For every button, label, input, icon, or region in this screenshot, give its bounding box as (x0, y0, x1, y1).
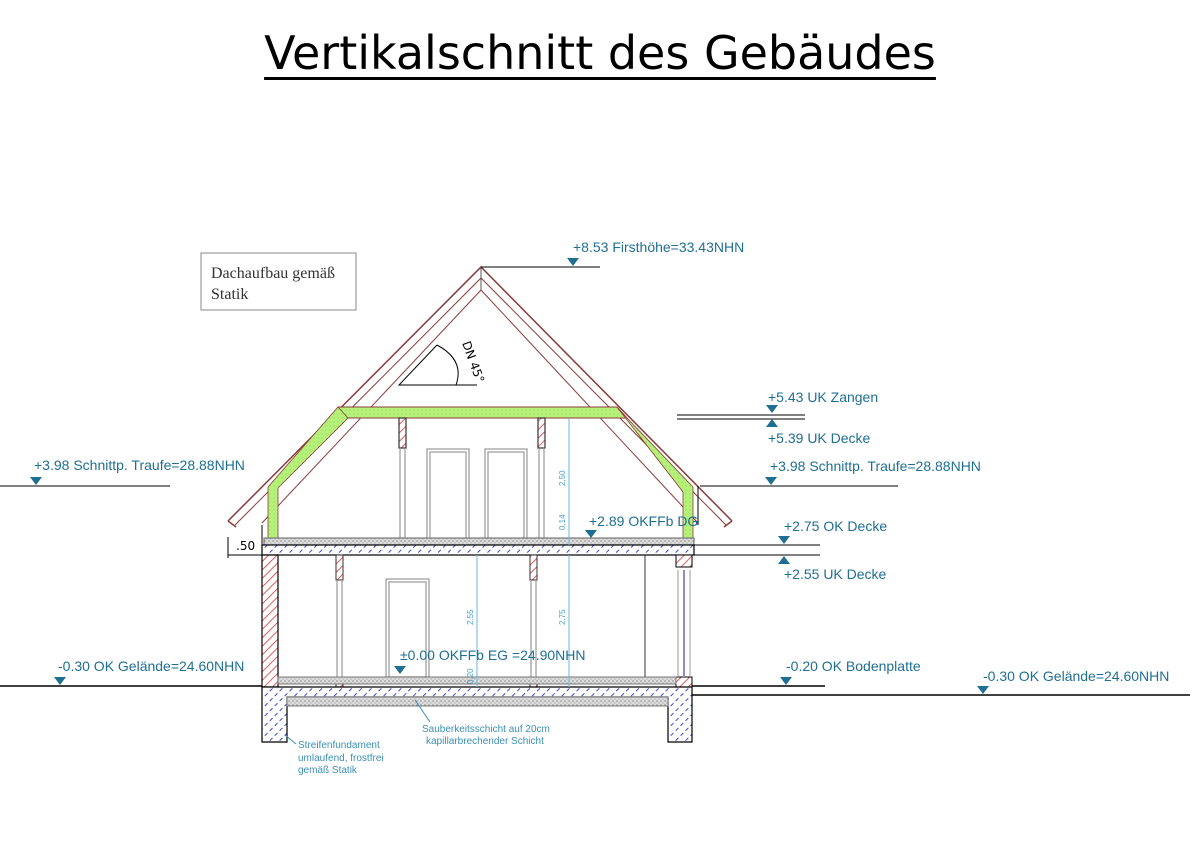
ground-lines (0, 685, 1190, 696)
level-markers (30, 258, 989, 694)
level-uk-decke-dg: +5.39 UK Decke (768, 430, 871, 446)
overhang-dimension: .50 (236, 539, 255, 553)
foundation (261, 686, 693, 743)
level-ok-decke: +2.75 OK Decke (784, 518, 887, 534)
level-okffb-dg: +2.89 OKFFb DG (589, 513, 698, 529)
level-traufe-left: +3.98 Schnittp. Traufe=28.88NHN (34, 457, 245, 473)
svg-text:Dachaufbau gemäß: Dachaufbau gemäß (211, 265, 335, 282)
roof-pitch-symbol: DN 45° (397, 339, 487, 386)
svg-text:umlaufend, frostfrei: umlaufend, frostfrei (298, 753, 384, 764)
level-uk-zangen: +5.43 UK Zangen (768, 389, 878, 405)
svg-text:0,20: 0,20 (466, 668, 475, 684)
svg-text:Statik: Statik (211, 286, 248, 303)
svg-text:0,14: 0,14 (558, 514, 567, 530)
svg-text:DN 45°: DN 45° (459, 339, 487, 384)
upper-floor-slab (261, 544, 695, 556)
svg-text:2.75: 2.75 (558, 609, 567, 625)
level-ridge: +8.53 Firsthöhe=33.43NHN (573, 239, 744, 255)
level-okffb-eg: ±0.00 OKFFb EG =24.90NHN (400, 647, 586, 663)
level-bodenplatte: -0.20 OK Bodenplatte (786, 658, 921, 674)
note-sauberkeitsschicht: Sauberkeitsschicht auf 20cm kapillarbrec… (414, 699, 550, 747)
level-gelaende-right: -0.30 OK Gelände=24.60NHN (983, 668, 1169, 684)
svg-text:2,50: 2,50 (558, 470, 567, 486)
level-uk-decke-eg: +2.55 UK Decke (784, 566, 887, 582)
level-traufe-right: +3.98 Schnittp. Traufe=28.88NHN (770, 458, 981, 474)
upper-floor-interior (263, 417, 695, 546)
svg-text:Sauberkeitsschicht auf 20cm: Sauberkeitsschicht auf 20cm (422, 724, 550, 735)
dimension-lines (476, 418, 570, 687)
svg-text:kapillarbrechender Schicht: kapillarbrechender Schicht (426, 736, 544, 747)
level-lines (0, 266, 898, 558)
note-fundament: Streifenfundament umlaufend, frostfrei g… (284, 734, 384, 776)
note-box: Dachaufbau gemäß Statik (200, 252, 357, 311)
svg-text:Streifenfundament: Streifenfundament (298, 740, 380, 751)
drawing-title: Vertikalschnitt des Gebäudes (264, 26, 936, 80)
level-gelaende-left: -0.30 OK Gelände=24.60NHN (58, 658, 244, 674)
svg-text:gemäß Statik: gemäß Statik (298, 765, 358, 776)
svg-text:2.55: 2.55 (466, 609, 475, 625)
